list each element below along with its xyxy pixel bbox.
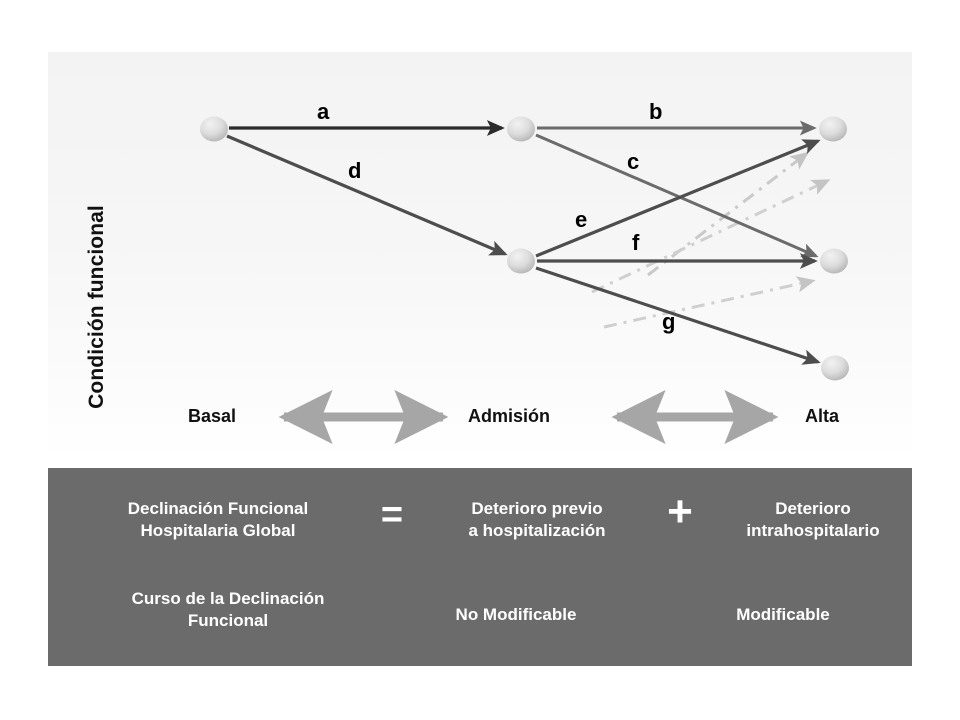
edge-label-f: f (632, 230, 640, 255)
timeline-label-basal: Basal (188, 406, 237, 426)
summary-panel: Declinación Funcional Hospitalaria Globa… (48, 468, 912, 666)
edge-label-g: g (662, 309, 676, 334)
edge-label-e: e (575, 207, 588, 232)
equation-term-previo: Deterioro previo a hospitalización (468, 499, 606, 540)
edge-label-b: b (649, 99, 663, 124)
course-row-label: Curso de la Declinación Funcional (131, 589, 325, 630)
equation-row: Declinación Funcional Hospitalaria Globa… (48, 476, 912, 576)
edge-label-a: a (317, 99, 330, 124)
timeline: Basal Admisión Alta (48, 398, 912, 438)
course-row: Curso de la Declinación Funcional No Mod… (48, 580, 912, 660)
edge-label-d: d (348, 158, 362, 183)
course-term-no-modificable: No Modificable (455, 605, 577, 624)
timeline-label-admision: Admisión (468, 406, 551, 426)
equation-operator-plus: + (667, 487, 693, 536)
equation-term-global: Declinación Funcional Hospitalaria Globa… (127, 499, 309, 540)
equation-operator-equals: = (380, 494, 404, 536)
timeline-label-alta: Alta (805, 406, 840, 426)
equation-term-intrahospitalario: Deterioro intrahospitalario (746, 499, 880, 540)
edge-label-c: c (627, 149, 640, 174)
course-term-modificable: Modificable (736, 605, 830, 624)
